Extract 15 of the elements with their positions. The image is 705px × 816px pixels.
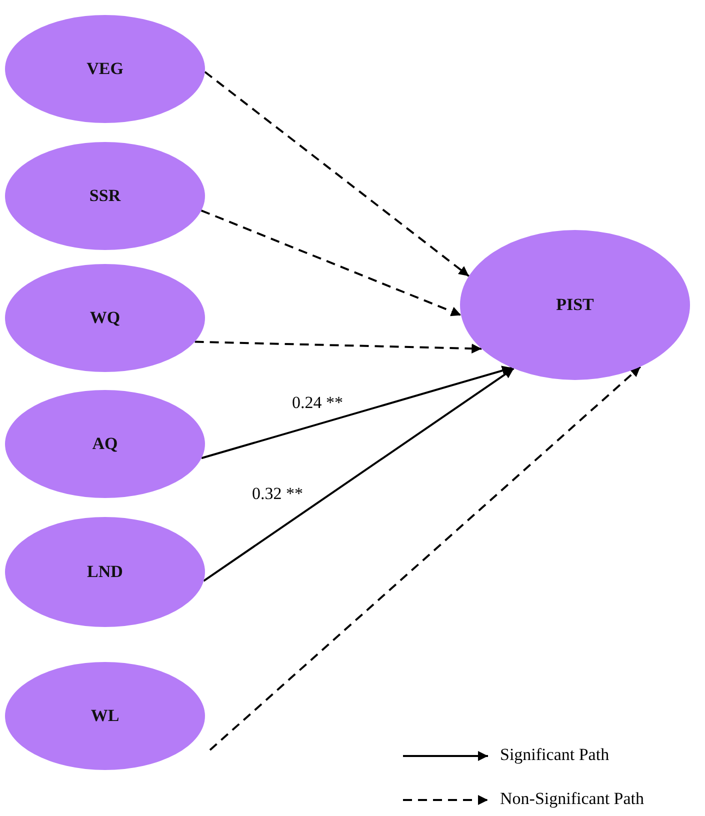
construct-label: WL [90, 706, 120, 726]
path-arrow [204, 71, 470, 277]
construct-label: PIST [556, 295, 594, 315]
path-arrow [203, 368, 514, 582]
construct-label: WQ [90, 308, 120, 328]
construct-label: VEG [86, 59, 124, 79]
path-arrow [209, 366, 642, 751]
construct-label: SSR [89, 186, 121, 206]
construct-label: LND [87, 562, 123, 582]
legend-label: Non-Significant Path [500, 789, 644, 809]
construct-label: AQ [92, 434, 118, 454]
path-arrow [200, 210, 462, 316]
path-arrow [201, 366, 512, 460]
path-arrow [194, 340, 482, 354]
legend-label: Significant Path [500, 745, 610, 765]
